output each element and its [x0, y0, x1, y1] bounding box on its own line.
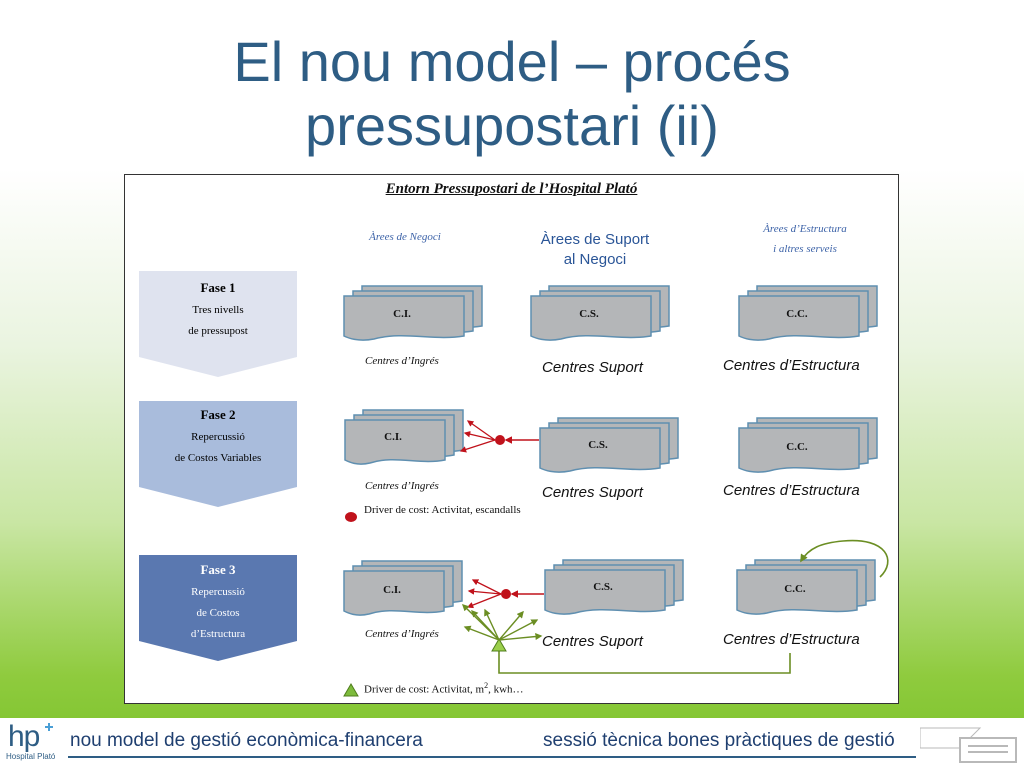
stack-cs-label: C.S. [593, 581, 613, 593]
stack-sheet [539, 427, 661, 473]
driver-phase-3: Driver de cost: Activitat, m2, kwh… [364, 681, 524, 696]
slide-title: El nou model – procés pressupostari (ii) [0, 30, 1024, 158]
stack-sheet [736, 569, 858, 615]
logo-caption: Hospital Plató [6, 752, 56, 761]
label-cs-phase-1: Centres Suport [542, 359, 643, 376]
label-cs-phase-2: Centres Suport [542, 484, 643, 501]
phase-1-shape [139, 271, 297, 377]
document-stack-icon [738, 285, 878, 341]
stack-sheet [738, 427, 860, 473]
stack-ci-phase-2: C.I. [344, 409, 464, 467]
footer-divider [68, 756, 916, 758]
stack-ci-label: C.I. [383, 584, 401, 596]
label-cc-phase-1: Centres d’Estructura [723, 357, 860, 374]
phase-3-line-2: de Costos [196, 607, 240, 619]
document-stack-icon [544, 559, 684, 615]
logo-plus-icon [45, 723, 53, 731]
stack-sheet [343, 570, 445, 616]
stack-sheet [530, 295, 652, 341]
footer-right-text: sessió tècnica bones pràctiques de gesti… [543, 730, 895, 751]
budget-diagram: Entorn Pressupostari de l’Hospital Plató… [124, 174, 899, 704]
phase-3-red-connector [466, 579, 544, 609]
diagram-title: Entorn Pressupostari de l’Hospital Plató [385, 181, 638, 197]
phase-2-shape [139, 401, 297, 507]
label-cc-phase-2: Centres d’Estructura [723, 482, 860, 499]
phase-2-line-2: de Costos Variables [174, 452, 262, 464]
document-stack-icon [738, 417, 878, 473]
red-dot-icon [345, 512, 357, 522]
stack-cs-label: C.S. [579, 308, 599, 320]
title-line-2: pressupostari (ii) [305, 94, 719, 157]
label-cc-phase-3: Centres d’Estructura [723, 631, 860, 648]
label-cs-phase-3: Centres Suport [542, 633, 643, 650]
driver-phase-3-sup: 2 [484, 681, 489, 690]
area-support-line-2: al Negoci [563, 251, 627, 268]
area-structure-line-2: i altres serveis [773, 243, 837, 255]
driver-phase-2: Driver de cost: Activitat, escandalls [364, 504, 521, 516]
area-support-heading: Àrees de Suport al Negoci [515, 230, 675, 270]
phase-2: Fase 2 Repercussió de Costos Variables [139, 407, 297, 469]
stack-cc-phase-1: C.C. [738, 285, 878, 343]
stack-cc-label: C.C. [786, 308, 808, 320]
phase-2-heading: Fase 2 [200, 407, 236, 422]
phase-2-line-1: Repercussió [191, 431, 245, 443]
stack-sheet [738, 295, 860, 341]
title-line-1: El nou model – procés [233, 30, 791, 93]
stack-sheet [343, 295, 465, 341]
stack-ci-label: C.I. [393, 308, 411, 320]
stack-cs-label: C.S. [588, 439, 608, 451]
document-stack-icon [344, 409, 464, 465]
stack-cs-phase-2: C.S. [539, 417, 679, 475]
phase-1-heading: Fase 1 [200, 280, 236, 295]
area-business-heading: Àrees de Negoci [369, 231, 441, 243]
stack-cc-phase-3: C.C. [736, 559, 876, 617]
label-ci-phase-2: Centres d’Ingrés [365, 480, 439, 492]
phase-2-red-connector [459, 420, 539, 453]
driver-phase-3-prefix: Driver de cost: Activitat, m [364, 683, 485, 696]
hospital-logo: hp Hospital Plató [6, 722, 62, 766]
stack-cs-phase-1: C.S. [530, 285, 670, 343]
document-stack-icon [343, 560, 463, 616]
stack-ci-phase-3: C.I. [343, 560, 463, 618]
area-support-line-1: Àrees de Suport [540, 231, 650, 248]
document-stack-icon [530, 285, 670, 341]
phase-1: Fase 1 Tres nivells de pressupost [139, 280, 297, 342]
document-stack-icon [539, 417, 679, 473]
stack-ci-phase-1: C.I. [343, 285, 483, 343]
area-structure-line-1: Àrees d’Estructura [763, 223, 847, 235]
phase-3-line-3: d’Estructura [190, 628, 246, 640]
stack-ci-label: C.I. [384, 431, 402, 443]
footer-bar: hp Hospital Plató nou model de gestió ec… [0, 718, 1024, 768]
phase-1-line-2: de pressupost [188, 325, 248, 337]
label-ci-phase-1: Centres d’Ingrés [365, 355, 439, 367]
label-ci-phase-3: Centres d’Ingrés [365, 628, 439, 640]
stack-cc-phase-2: C.C. [738, 417, 878, 475]
driver-phase-3-suffix: , kwh… [488, 683, 524, 696]
stack-cc-label: C.C. [786, 441, 808, 453]
phase-1-line-1: Tres nivells [192, 304, 244, 316]
document-stack-icon [343, 285, 483, 341]
phase-3-shape [139, 555, 297, 661]
phase-3: Fase 3 Repercussió de Costos d’Estructur… [139, 562, 297, 645]
footer-arrow-icon [920, 727, 1017, 763]
green-triangle-icon [343, 683, 359, 697]
stack-cc-label: C.C. [784, 583, 806, 595]
phase-3-line-1: Repercussió [191, 586, 245, 598]
area-structure-heading: Àrees d’Estructura i altres serveis [725, 219, 885, 259]
phase-3-heading: Fase 3 [200, 562, 236, 577]
stack-sheet [544, 569, 666, 615]
stack-cs-phase-3: C.S. [544, 559, 684, 617]
logo-mark: hp [8, 720, 40, 753]
footer-left-text: nou model de gestió econòmica-financera [70, 730, 423, 751]
stack-sheet [344, 419, 446, 465]
